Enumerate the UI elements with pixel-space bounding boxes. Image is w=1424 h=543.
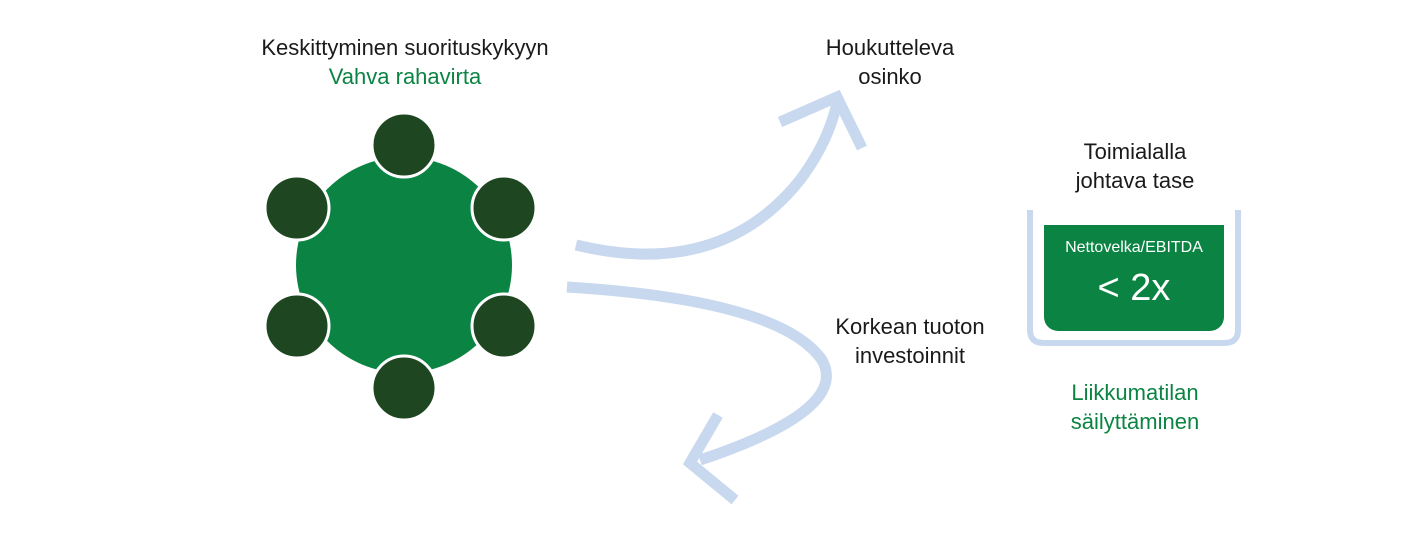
dividend-label: Houkutteleva osinko — [800, 33, 980, 91]
metric-label: Nettovelka/EBITDA — [1065, 239, 1203, 256]
balance-label: Toimialalla johtava tase — [1040, 137, 1230, 195]
investments-label: Korkean tuoton investoinnit — [810, 312, 1010, 370]
investments-line2: investoinnit — [854, 343, 966, 368]
metric-box: Nettovelka/EBITDA < 2x — [1044, 225, 1224, 331]
flexibility-line1: Liikkumatilan — [1071, 380, 1199, 405]
satellite-circle — [370, 354, 438, 422]
focus-label: Keskittyminen suorituskykyyn Vahva rahav… — [200, 33, 610, 91]
arrow-head-icon — [777, 89, 867, 151]
flexibility-label: Liikkumatilan säilyttäminen — [1030, 378, 1240, 436]
flexibility-line2: säilyttäminen — [1070, 409, 1200, 434]
arrow-to-investments — [566, 281, 832, 466]
satellite-circle — [470, 292, 538, 360]
satellite-circle — [470, 174, 538, 242]
metric-value: < 2x — [1097, 267, 1171, 309]
satellite-circle — [263, 174, 331, 242]
dividend-line1: Houkutteleva — [825, 35, 955, 60]
arrow-head-icon — [682, 412, 739, 505]
balance-container — [1027, 210, 1241, 346]
dividend-line2: osinko — [858, 64, 922, 89]
satellite-circle — [263, 292, 331, 360]
arrow-to-dividend — [574, 96, 844, 260]
balance-line2: johtava tase — [1075, 168, 1195, 193]
center-circle — [296, 157, 512, 373]
balance-line1: Toimialalla — [1083, 139, 1187, 164]
cash-flow-label: Vahva rahavirta — [328, 64, 482, 89]
investments-line1: Korkean tuoton — [835, 314, 985, 339]
focus-title: Keskittyminen suorituskykyyn — [261, 35, 549, 60]
satellite-circle — [370, 111, 438, 179]
